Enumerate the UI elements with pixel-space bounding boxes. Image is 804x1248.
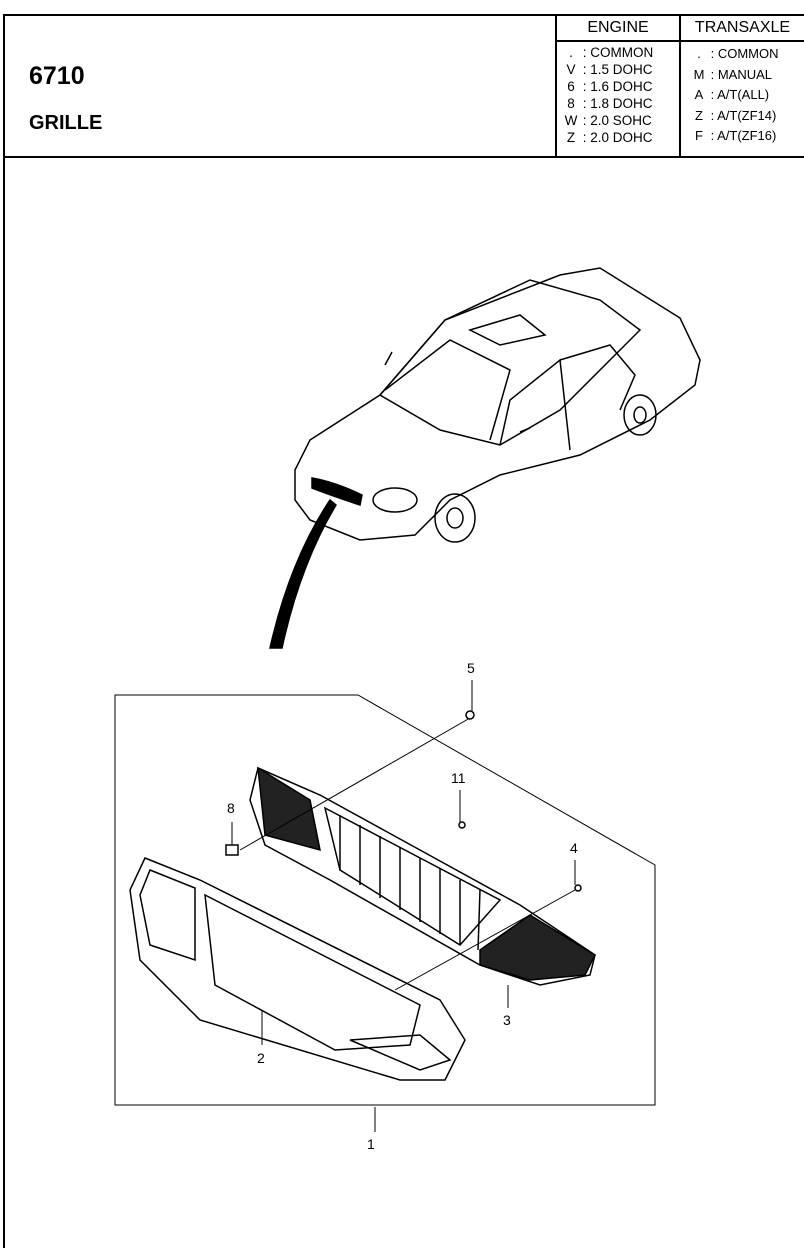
callout-2: 2 <box>257 1050 265 1066</box>
separator: : <box>707 107 718 123</box>
separator: : <box>579 96 591 111</box>
engine-code-item: V : 1.5 DOHC <box>563 61 679 78</box>
code-value: 2.0 SOHC <box>590 113 652 128</box>
code-key: Z <box>695 107 703 123</box>
code-key: . <box>697 46 701 61</box>
fasteners <box>225 710 582 892</box>
leader-lines <box>231 680 576 1132</box>
part-group-code: 6710 <box>29 62 85 90</box>
code-value: A/T(ZF14) <box>717 107 777 123</box>
page-header: 6710 GRILLE <box>3 14 804 158</box>
code-key: A <box>694 87 704 102</box>
code-value: COMMON <box>590 45 654 60</box>
separator: : <box>579 62 591 77</box>
assembly-boundary <box>114 694 656 1106</box>
code-value: 1.8 DOHC <box>590 96 653 111</box>
code-key: 8 <box>567 96 575 111</box>
callout-4: 4 <box>570 840 578 856</box>
code-value: A/T(ZF16) <box>717 128 777 143</box>
code-value: 2.0 DOHC <box>590 130 653 145</box>
callout-3: 3 <box>503 1012 511 1028</box>
engine-code-item: Z : 2.0 DOHC <box>563 129 679 146</box>
separator: : <box>707 66 718 82</box>
engine-code-item: 8 : 1.8 DOHC <box>563 95 679 112</box>
code-value: 1.6 DOHC <box>590 79 653 94</box>
grille-part <box>249 766 596 986</box>
separator: : <box>579 45 591 60</box>
code-value: MANUAL <box>717 66 773 82</box>
code-value: COMMON <box>717 46 779 61</box>
engine-code-item: . : COMMON <box>563 44 679 61</box>
code-key: 6 <box>567 79 575 94</box>
transaxle-code-item: Z : A/T(ZF14) <box>691 106 804 127</box>
page-frame <box>3 14 804 1248</box>
callout-1: 1 <box>367 1136 375 1152</box>
code-key: V <box>566 62 576 77</box>
code-key: F <box>695 128 703 143</box>
callout-11: 11 <box>451 770 466 786</box>
separator: : <box>707 46 718 61</box>
transaxle-code-item: A : A/T(ALL) <box>691 85 804 106</box>
engine-code-item: 6 : 1.6 DOHC <box>563 78 679 95</box>
code-key: . <box>569 45 573 60</box>
transaxle-code-item: M : MANUAL <box>691 65 804 86</box>
separator: : <box>707 128 718 143</box>
transaxle-header: TRANSAXLE <box>681 14 804 42</box>
engine-header: ENGINE <box>557 14 679 42</box>
separator: : <box>579 130 591 145</box>
car-illustration <box>269 267 701 649</box>
callout-8: 8 <box>227 800 235 816</box>
code-value: 1.5 DOHC <box>590 62 653 77</box>
code-key: M <box>693 66 705 82</box>
part-group-title: GRILLE <box>29 112 103 134</box>
separator: : <box>707 87 718 102</box>
separator: : <box>579 79 591 94</box>
separator: : <box>579 113 591 128</box>
code-value: A/T(ALL) <box>717 87 770 102</box>
code-key: W <box>564 113 578 128</box>
callout-5: 5 <box>467 660 475 676</box>
code-key: Z <box>566 130 576 145</box>
engine-code-item: W : 2.0 SOHC <box>563 112 679 129</box>
transaxle-code-item: . : COMMON <box>691 44 804 65</box>
bezel-part <box>129 857 466 1081</box>
transaxle-code-item: F : A/T(ZF16) <box>691 126 804 147</box>
